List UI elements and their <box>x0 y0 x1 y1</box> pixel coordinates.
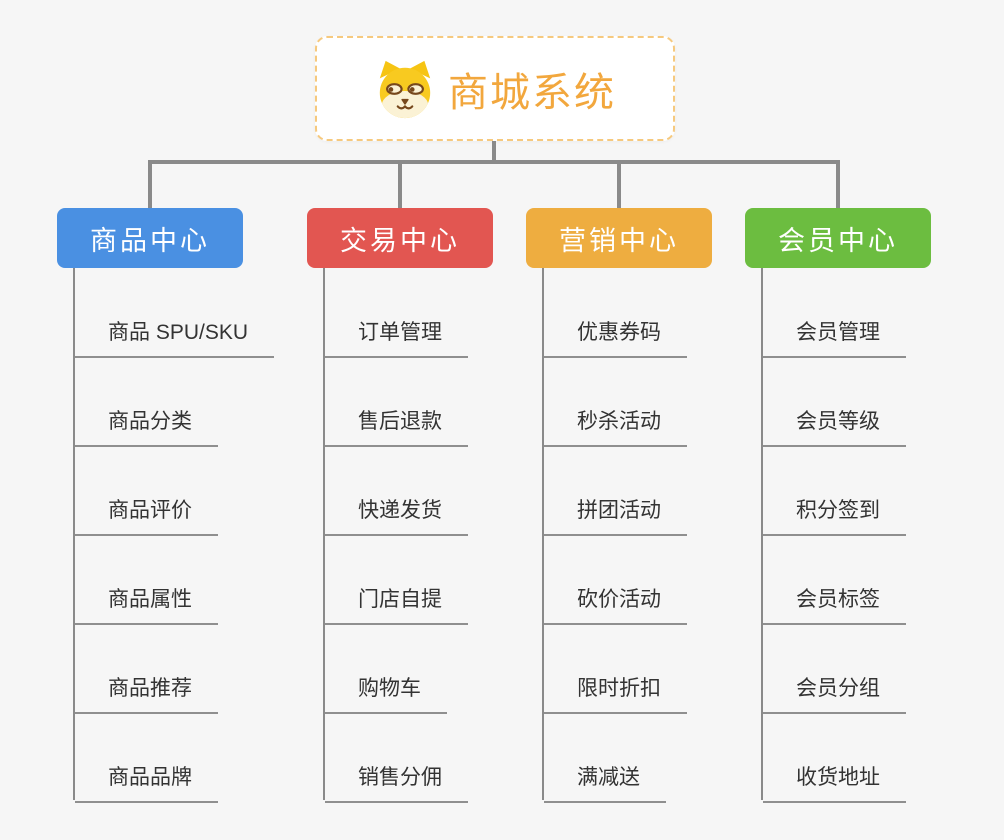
child-node[interactable]: 快递发货 <box>325 496 468 536</box>
child-node[interactable]: 砍价活动 <box>544 585 687 625</box>
branch-node-trade-center[interactable]: 交易中心 <box>307 208 493 268</box>
branch-node-product-center[interactable]: 商品中心 <box>57 208 243 268</box>
connector-branch-drop-marketing-center <box>617 160 621 210</box>
child-node[interactable]: 销售分佣 <box>325 763 468 803</box>
root-node[interactable]: 商城系统 <box>315 36 675 141</box>
child-node[interactable]: 会员标签 <box>763 585 906 625</box>
child-node[interactable]: 商品分类 <box>75 407 218 447</box>
child-node[interactable]: 优惠券码 <box>544 318 687 358</box>
child-column-trade-center: 订单管理售后退款快递发货门店自提购物车销售分佣 <box>323 268 468 803</box>
branch-node-member-center[interactable]: 会员中心 <box>745 208 931 268</box>
child-column-member-center: 会员管理会员等级积分签到会员标签会员分组收货地址 <box>761 268 906 803</box>
child-node[interactable]: 会员分组 <box>763 674 906 714</box>
branch-label: 交易中心 <box>340 225 460 256</box>
connector-root-drop <box>492 141 496 164</box>
connector-branch-drop-member-center <box>836 160 840 210</box>
connector-bus <box>148 160 840 164</box>
child-node[interactable]: 限时折扣 <box>544 674 687 714</box>
child-node[interactable]: 售后退款 <box>325 407 468 447</box>
child-node[interactable]: 订单管理 <box>325 318 468 358</box>
child-node[interactable]: 拼团活动 <box>544 496 687 536</box>
child-node[interactable]: 购物车 <box>325 674 447 714</box>
child-node[interactable]: 商品 SPU/SKU <box>75 318 275 358</box>
child-column-product-center: 商品 SPU/SKU 商品分类商品评价商品属性商品推荐商品品牌 <box>73 268 275 803</box>
child-node[interactable]: 会员管理 <box>763 318 906 358</box>
connector-branch-drop-product-center <box>148 160 152 210</box>
child-node[interactable]: 商品推荐 <box>75 674 218 714</box>
child-node[interactable]: 收货地址 <box>763 763 906 803</box>
child-node[interactable]: 商品品牌 <box>75 763 218 803</box>
root-title: 商城系统 <box>448 70 616 115</box>
child-node[interactable]: 门店自提 <box>325 585 468 625</box>
child-node[interactable]: 会员等级 <box>763 407 906 447</box>
doge-icon <box>379 60 431 118</box>
child-node[interactable]: 满减送 <box>544 763 666 803</box>
child-node[interactable]: 商品属性 <box>75 585 218 625</box>
branch-label: 营销中心 <box>559 225 679 256</box>
connector-branch-drop-trade-center <box>398 160 402 210</box>
child-node[interactable]: 积分签到 <box>763 496 906 536</box>
branch-label: 会员中心 <box>778 225 898 256</box>
child-node[interactable]: 秒杀活动 <box>544 407 687 447</box>
child-node[interactable]: 商品评价 <box>75 496 218 536</box>
branch-label: 商品中心 <box>90 225 210 256</box>
child-column-marketing-center: 优惠券码秒杀活动拼团活动砍价活动限时折扣满减送 <box>542 268 687 803</box>
branch-node-marketing-center[interactable]: 营销中心 <box>526 208 712 268</box>
